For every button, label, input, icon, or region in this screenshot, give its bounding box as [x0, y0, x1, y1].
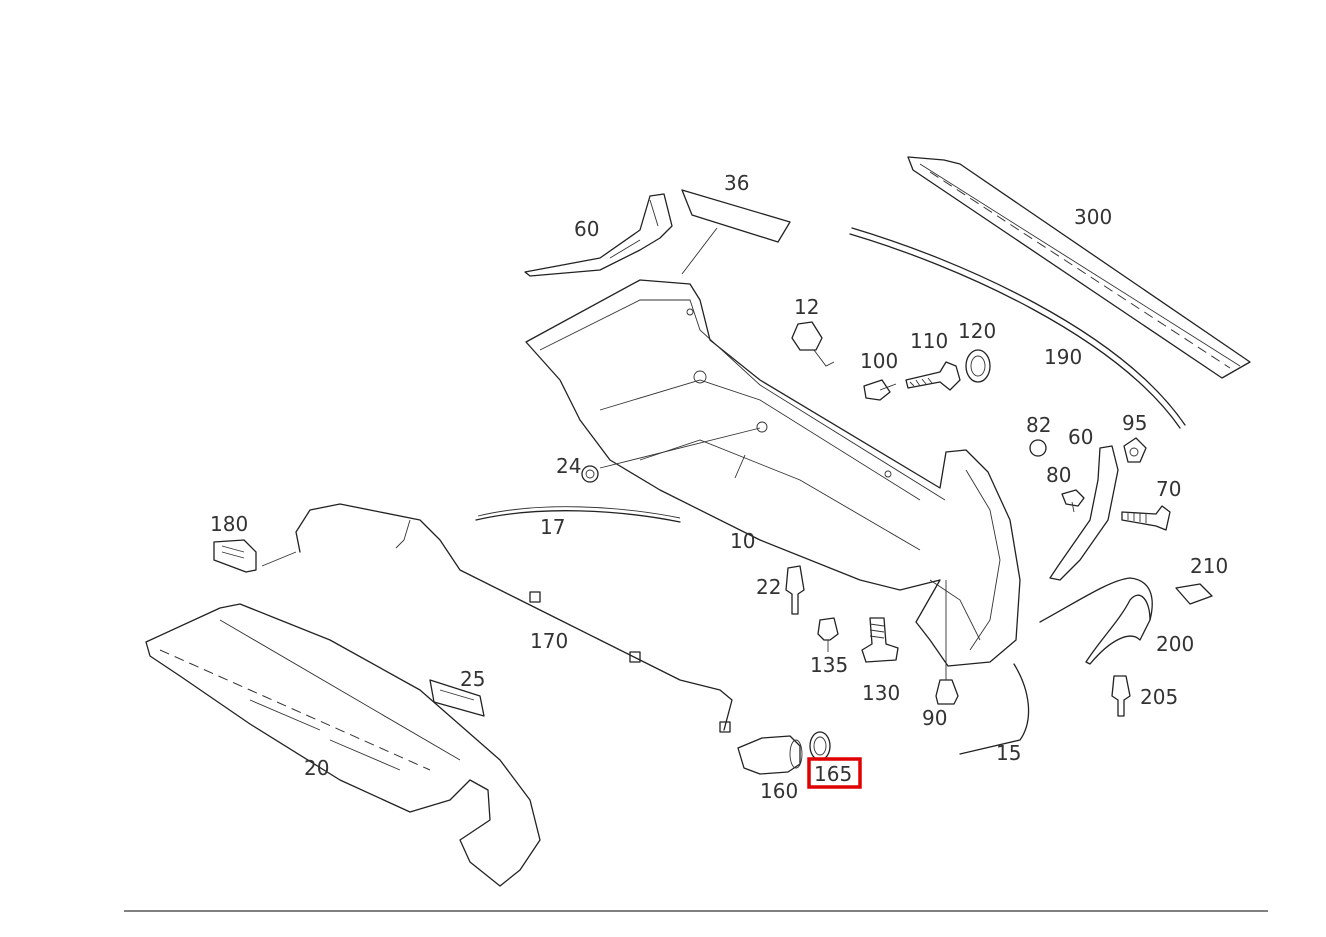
part-190-molding	[849, 227, 1186, 429]
callout-labels: 36 60 300 12 100 110 120 190 82 60 95 80…	[210, 171, 1228, 803]
part-12-cap	[791, 321, 835, 367]
callout-60-right[interactable]: 60	[1068, 425, 1093, 449]
part-70-screw	[1121, 505, 1171, 531]
callout-95[interactable]: 95	[1122, 411, 1147, 435]
callout-160[interactable]: 160	[760, 779, 798, 803]
callout-20[interactable]: 20	[304, 756, 329, 780]
callout-135[interactable]: 135	[810, 653, 848, 677]
callout-170[interactable]: 170	[530, 629, 568, 653]
part-24-nut	[581, 465, 599, 483]
part-82-clip	[1029, 439, 1047, 457]
part-130-screw	[861, 617, 899, 663]
callout-100[interactable]: 100	[860, 349, 898, 373]
callout-36[interactable]: 36	[724, 171, 749, 195]
part-135-clip	[817, 617, 839, 652]
part-170-harness	[261, 503, 733, 733]
part-20-lower-panel	[145, 603, 541, 887]
callout-82[interactable]: 82	[1026, 413, 1051, 437]
part-17-trim	[475, 506, 681, 523]
highlight-box-165	[807, 757, 862, 789]
part-300-trim-strip	[907, 156, 1251, 379]
part-180-connector	[213, 539, 257, 573]
part-210-bracket	[1175, 583, 1213, 605]
part-60-right-bracket	[1049, 445, 1119, 581]
part-95-nut	[1123, 437, 1147, 463]
callout-70[interactable]: 70	[1156, 477, 1181, 501]
callout-180[interactable]: 180	[210, 512, 248, 536]
callout-300[interactable]: 300	[1074, 205, 1112, 229]
part-60-left-bracket	[524, 193, 673, 277]
part-10-bumper-cover	[525, 279, 1021, 667]
part-22-plug	[785, 565, 805, 615]
callout-12[interactable]: 12	[794, 295, 819, 319]
callout-190[interactable]: 190	[1044, 345, 1082, 369]
callout-25[interactable]: 25	[460, 667, 485, 691]
part-100-screw	[863, 379, 897, 401]
callout-165[interactable]: 165	[814, 762, 852, 786]
callout-22[interactable]: 22	[756, 575, 781, 599]
callout-120[interactable]: 120	[958, 319, 996, 343]
part-160-sensor	[737, 735, 803, 775]
callout-110[interactable]: 110	[910, 329, 948, 353]
part-15-trim	[959, 663, 1030, 755]
callout-130[interactable]: 130	[862, 681, 900, 705]
callout-10[interactable]: 10	[730, 529, 755, 553]
part-165-ring	[809, 731, 831, 761]
part-120-grommet	[965, 349, 991, 383]
part-36-reflector	[681, 189, 791, 275]
part-110-screw	[905, 361, 961, 391]
callout-15[interactable]: 15	[996, 741, 1021, 765]
part-200-arch-liner	[1039, 577, 1153, 665]
callout-60-left[interactable]: 60	[574, 217, 599, 241]
callout-80[interactable]: 80	[1046, 463, 1071, 487]
callout-90[interactable]: 90	[922, 706, 947, 730]
callout-200[interactable]: 200	[1156, 632, 1194, 656]
callout-24[interactable]: 24	[556, 454, 581, 478]
part-90-clip	[935, 580, 959, 705]
callout-210[interactable]: 210	[1190, 554, 1228, 578]
part-25-bracket	[429, 679, 485, 717]
part-80-clip	[1061, 489, 1085, 513]
callout-205[interactable]: 205	[1140, 685, 1178, 709]
callout-17[interactable]: 17	[540, 515, 565, 539]
part-205-clip	[1111, 675, 1131, 717]
